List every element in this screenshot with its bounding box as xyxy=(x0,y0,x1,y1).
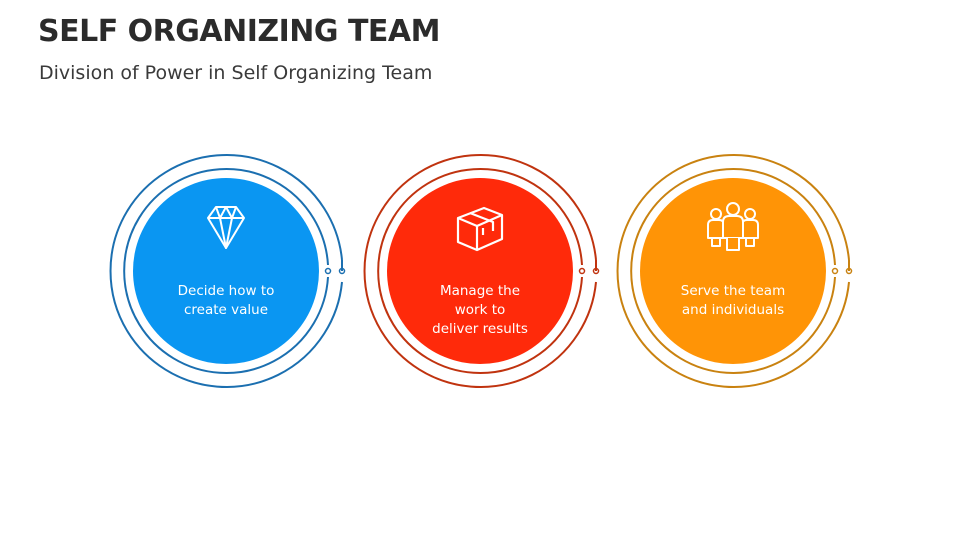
power-item-work: Manage the work to deliver results xyxy=(363,154,604,388)
item-disc: Decide how to create value xyxy=(133,178,319,364)
ring-outline xyxy=(616,154,853,388)
box-icon xyxy=(456,206,504,252)
ring-outline xyxy=(109,154,346,388)
people-icon xyxy=(707,202,759,251)
power-item-serve: Serve the team and individuals xyxy=(616,154,857,388)
diamond-icon xyxy=(207,206,245,249)
ring-outline xyxy=(363,154,600,388)
item-label: Serve the team and individuals xyxy=(680,283,786,318)
page-subtitle: Division of Power in Self Organizing Tea… xyxy=(39,62,433,84)
power-item-value: Decide how to create value xyxy=(109,154,350,388)
item-disc: Serve the team and individuals xyxy=(640,178,826,364)
item-label: Manage the work to deliver results xyxy=(432,283,528,337)
item-disc: Manage the work to deliver results xyxy=(387,178,573,364)
page-title: SELF ORGANIZING TEAM xyxy=(38,14,441,49)
item-label: Decide how to create value xyxy=(177,283,275,318)
